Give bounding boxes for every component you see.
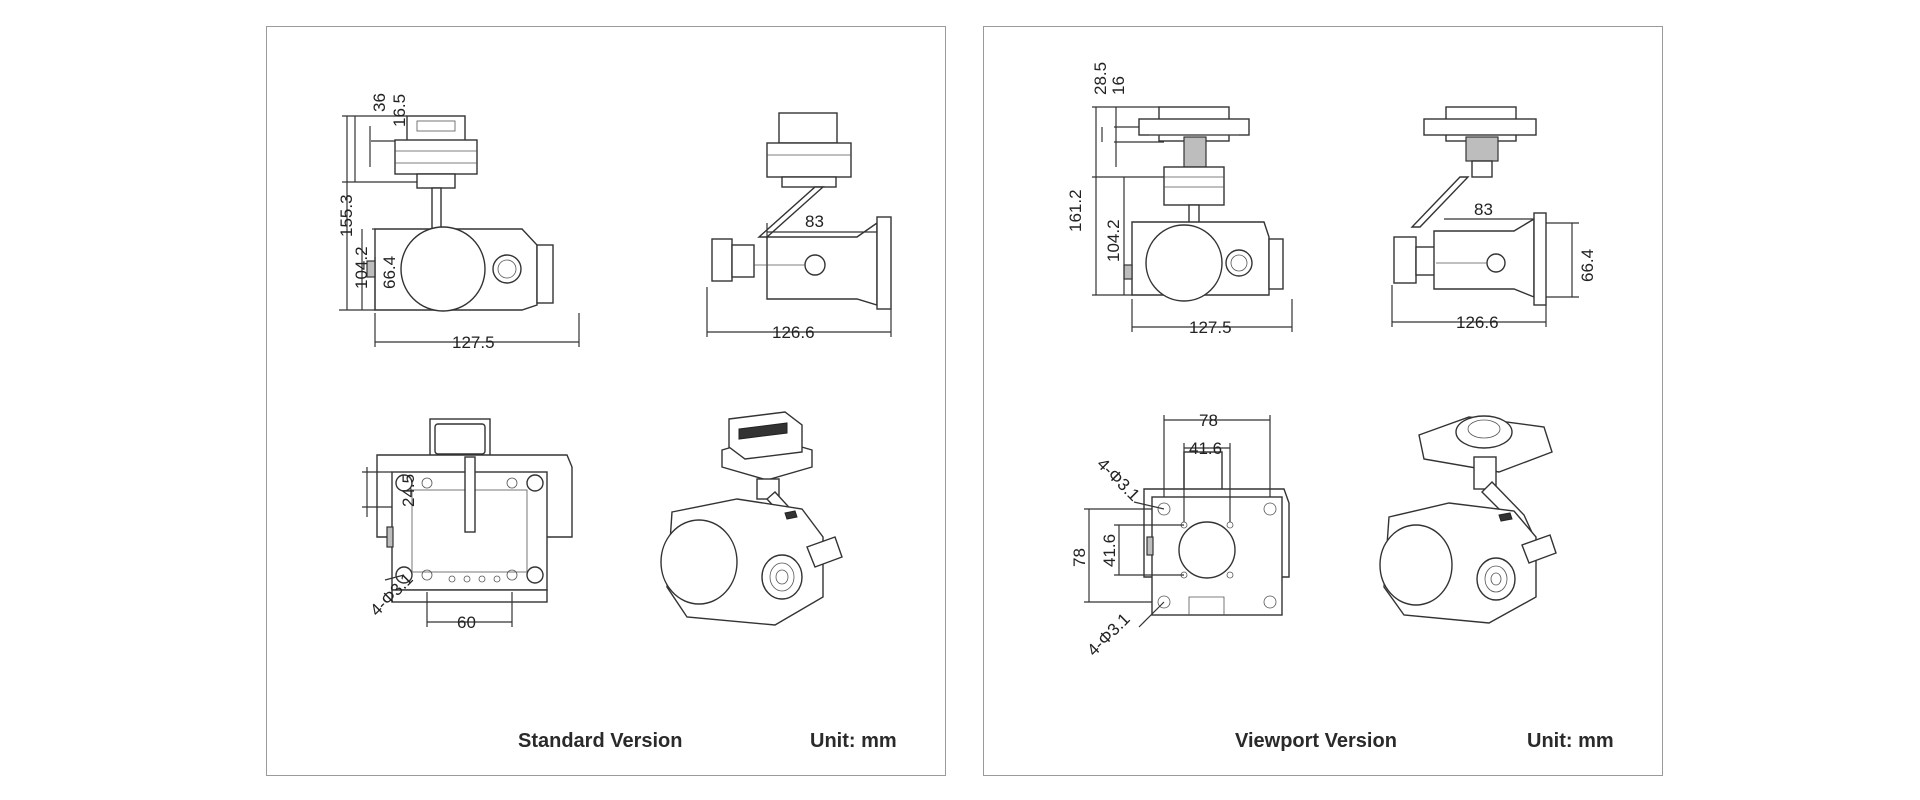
std-front-view: 36 16.5 155.3 104.2 66.4 127.5 <box>337 93 580 352</box>
std-front-mount <box>394 139 478 175</box>
std-side-connector <box>778 112 838 144</box>
vp-front-view: 28.5 16 161.2 104.2 127.5 <box>1066 62 1293 337</box>
std-front-connector <box>406 115 466 143</box>
std-top-dim-24-5: 24.5 <box>399 474 418 507</box>
std-side-dim-83: 83 <box>805 212 824 231</box>
vp-side-view: 83 66.4 126.6 <box>1391 106 1597 332</box>
std-dim-36: 36 <box>370 93 389 112</box>
std-dim-127-5: 127.5 <box>452 333 495 352</box>
vp-top-dim-78-a: 78 <box>1199 411 1218 430</box>
vp-dim-16: 16 <box>1109 76 1128 95</box>
std-dim-16-5: 16.5 <box>390 94 409 127</box>
std-dim-155-3: 155.3 <box>337 194 356 237</box>
vp-iso-view <box>1379 415 1557 624</box>
std-dim-104-2: 104.2 <box>352 246 371 289</box>
vp-dim-28-5: 28.5 <box>1091 62 1110 95</box>
vp-side-arm <box>1410 176 1470 228</box>
vp-side-camera <box>1433 217 1535 299</box>
vp-dim-104-2: 104.2 <box>1104 219 1123 262</box>
standard-unit-label: Unit: mm <box>810 730 897 752</box>
viewport-version-panel: 28.5 16 161.2 104.2 127.5 83 <box>983 26 1663 776</box>
standard-version-panel: 36 16.5 155.3 104.2 66.4 127.5 83 <box>266 26 946 776</box>
vp-dim-161-2: 161.2 <box>1066 189 1085 232</box>
std-iso-view <box>660 411 843 626</box>
std-top-dim-60: 60 <box>457 613 476 632</box>
vp-side-dim-126-6: 126.6 <box>1456 313 1499 332</box>
std-side-view: 83 126.6 <box>706 112 892 342</box>
standard-version-title: Standard Version <box>518 730 683 752</box>
standard-drawing: 36 16.5 155.3 104.2 66.4 127.5 83 <box>337 93 892 632</box>
vp-top-dim-78-b: 78 <box>1070 548 1089 567</box>
vp-side-dim-66-4: 66.4 <box>1578 249 1597 282</box>
viewport-unit-label: Unit: mm <box>1527 730 1614 752</box>
std-side-dim-126-6: 126.6 <box>772 323 815 342</box>
vp-top-dim-hole-a: 4-Φ3.1 <box>1093 454 1143 504</box>
vp-front-lens <box>1145 224 1223 302</box>
viewport-drawing: 28.5 16 161.2 104.2 127.5 83 <box>1066 62 1597 660</box>
vp-iso-viewport-top <box>1455 415 1513 449</box>
viewport-version-title: Viewport Version <box>1235 730 1397 752</box>
std-front-arm <box>431 187 442 234</box>
vp-top-dim-hole-b: 4-Φ3.1 <box>1083 609 1133 659</box>
vp-top-dim-41-6-b: 41.6 <box>1100 534 1119 567</box>
std-top-view: 24.5 4-Φ3.1 60 <box>362 418 573 632</box>
vp-dim-127-5: 127.5 <box>1189 318 1232 337</box>
std-front-lens <box>400 226 486 312</box>
vp-top-view: 78 41.6 4-Φ3.1 78 41.6 4-Φ3.1 <box>1070 411 1290 660</box>
vp-top-viewport <box>1178 521 1236 579</box>
std-iso-lens <box>660 519 738 605</box>
vp-side-dim-83: 83 <box>1474 200 1493 219</box>
vp-top-dim-41-6-a: 41.6 <box>1189 439 1222 458</box>
vp-iso-lens <box>1379 524 1453 606</box>
std-dim-66-4: 66.4 <box>380 256 399 289</box>
